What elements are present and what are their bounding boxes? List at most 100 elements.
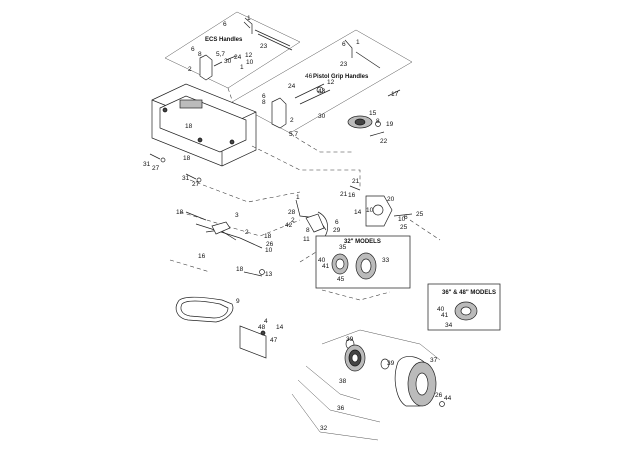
svg-text:6: 6 bbox=[335, 219, 339, 226]
svg-text:27: 27 bbox=[192, 181, 200, 188]
svg-text:2: 2 bbox=[188, 66, 192, 73]
svg-text:34: 34 bbox=[445, 322, 453, 329]
svg-text:6: 6 bbox=[262, 93, 266, 100]
svg-text:14: 14 bbox=[276, 324, 284, 331]
svg-text:43: 43 bbox=[318, 88, 326, 95]
svg-text:9: 9 bbox=[236, 298, 240, 305]
svg-text:17: 17 bbox=[391, 91, 399, 98]
svg-text:8: 8 bbox=[306, 227, 310, 234]
svg-text:3: 3 bbox=[235, 212, 239, 219]
control-rod-assembly: 18 3 2 18 26 10 16 18 13 bbox=[176, 209, 274, 278]
svg-text:35: 35 bbox=[339, 244, 347, 251]
svg-text:14: 14 bbox=[354, 209, 362, 216]
svg-text:10: 10 bbox=[366, 207, 374, 214]
idler-arm: 1 28 2 42 8 11 6 29 bbox=[285, 194, 341, 243]
svg-text:13: 13 bbox=[265, 271, 273, 278]
svg-text:23: 23 bbox=[260, 43, 268, 50]
svg-text:41: 41 bbox=[322, 263, 330, 270]
svg-text:4: 4 bbox=[264, 318, 268, 325]
svg-text:18: 18 bbox=[183, 155, 191, 162]
svg-text:18: 18 bbox=[176, 209, 184, 216]
svg-text:1: 1 bbox=[296, 194, 300, 201]
svg-text:36: 36 bbox=[337, 405, 345, 412]
svg-text:1: 1 bbox=[240, 64, 244, 71]
ecs-handles-label: ECS Handles bbox=[205, 37, 243, 43]
frame-assembly: 18 18 bbox=[151, 83, 257, 167]
svg-text:37: 37 bbox=[430, 357, 438, 364]
svg-text:21: 21 bbox=[352, 178, 360, 185]
wheel-assembly: 39 39 37 26 44 38 36 32 bbox=[291, 329, 452, 441]
svg-text:8: 8 bbox=[198, 51, 202, 58]
svg-text:40: 40 bbox=[318, 257, 326, 264]
models-36-48-label: 36" & 48" MODELS bbox=[442, 290, 496, 296]
svg-text:38: 38 bbox=[339, 378, 347, 385]
svg-text:8: 8 bbox=[262, 99, 266, 106]
svg-text:48: 48 bbox=[258, 324, 266, 331]
svg-text:31: 31 bbox=[182, 175, 190, 182]
svg-text:27: 27 bbox=[152, 165, 160, 172]
svg-text:5,7: 5,7 bbox=[216, 51, 225, 58]
svg-text:2: 2 bbox=[291, 217, 295, 224]
models-32-box: 32" MODELS 35 40 41 45 33 bbox=[315, 235, 411, 289]
svg-text:19: 19 bbox=[386, 121, 394, 128]
svg-text:18: 18 bbox=[185, 123, 193, 130]
svg-text:16: 16 bbox=[198, 253, 206, 260]
svg-text:39: 39 bbox=[387, 360, 395, 367]
svg-text:5,7: 5,7 bbox=[289, 131, 298, 138]
svg-text:6: 6 bbox=[191, 46, 195, 53]
mount-plate: 4 48 14 47 bbox=[239, 318, 284, 359]
brake-assembly: 21 21 16 20 10 14 10 6 25 25 bbox=[340, 178, 424, 231]
models-36-48-box: 36" & 48" MODELS 40 41 34 bbox=[427, 283, 501, 331]
pistol-grip-label: Pistol Grip Handles bbox=[313, 74, 369, 80]
svg-text:18: 18 bbox=[236, 266, 244, 273]
svg-text:40: 40 bbox=[437, 306, 445, 313]
svg-text:6: 6 bbox=[223, 21, 227, 28]
svg-text:24: 24 bbox=[288, 83, 296, 90]
svg-text:15: 15 bbox=[369, 110, 377, 117]
svg-text:31: 31 bbox=[143, 161, 151, 168]
svg-text:16: 16 bbox=[348, 192, 356, 199]
svg-text:2: 2 bbox=[245, 229, 249, 236]
svg-text:22: 22 bbox=[380, 138, 388, 145]
pulley-upper: 17 15 8 19 22 bbox=[347, 89, 401, 145]
ecs-handles-group: ECS Handles 6 1 23 6 8 5,7 2 30 24 12 10… bbox=[164, 11, 301, 89]
svg-text:24: 24 bbox=[234, 54, 242, 61]
svg-text:12: 12 bbox=[327, 79, 335, 86]
svg-text:33: 33 bbox=[382, 257, 390, 264]
svg-text:41: 41 bbox=[441, 312, 449, 319]
svg-text:28: 28 bbox=[288, 209, 296, 216]
svg-text:47: 47 bbox=[270, 337, 278, 344]
svg-text:11: 11 bbox=[303, 236, 310, 243]
svg-text:30: 30 bbox=[224, 58, 232, 65]
svg-text:39: 39 bbox=[346, 336, 354, 343]
svg-text:1: 1 bbox=[247, 15, 251, 22]
svg-text:25: 25 bbox=[416, 211, 424, 218]
svg-text:32: 32 bbox=[320, 425, 328, 432]
svg-text:26: 26 bbox=[435, 392, 443, 399]
svg-text:18: 18 bbox=[264, 233, 272, 240]
svg-text:10: 10 bbox=[265, 247, 273, 254]
svg-text:10: 10 bbox=[246, 59, 254, 66]
svg-text:6: 6 bbox=[404, 214, 408, 221]
svg-text:23: 23 bbox=[340, 61, 348, 68]
svg-text:1: 1 bbox=[356, 39, 360, 46]
svg-text:12: 12 bbox=[245, 52, 253, 59]
svg-text:6: 6 bbox=[342, 41, 346, 48]
svg-text:26: 26 bbox=[266, 241, 274, 248]
drive-belt: 9 bbox=[175, 296, 240, 323]
svg-text:29: 29 bbox=[333, 227, 341, 234]
svg-text:30: 30 bbox=[318, 113, 326, 120]
svg-text:10: 10 bbox=[398, 216, 406, 223]
svg-text:42: 42 bbox=[285, 222, 293, 229]
models-32-label: 32" MODELS bbox=[344, 239, 381, 245]
svg-text:25: 25 bbox=[400, 224, 408, 231]
pistol-grip-group: Pistol Grip Handles 6 1 23 46 12 24 43 6… bbox=[231, 29, 413, 138]
svg-text:21: 21 bbox=[340, 191, 348, 198]
svg-text:44: 44 bbox=[444, 395, 452, 402]
svg-text:46: 46 bbox=[305, 73, 313, 80]
svg-text:8: 8 bbox=[376, 118, 380, 125]
connector-lines bbox=[169, 87, 441, 301]
